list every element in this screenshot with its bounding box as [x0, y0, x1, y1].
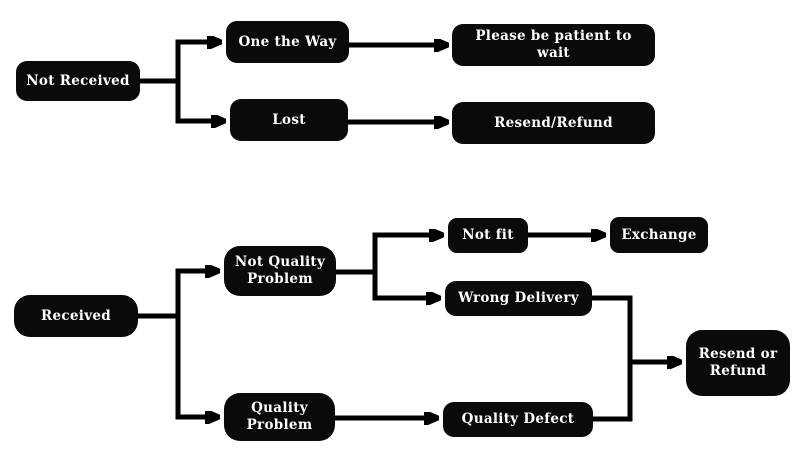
edge-not-quality-problem-wrong-delivery — [372, 272, 439, 298]
edge-wrong-delivery-quality-defect-join — [592, 295, 633, 422]
edge-not-received-one-the-way — [140, 42, 220, 84]
node-not-quality-problem: Not Quality Problem — [224, 246, 336, 296]
edge-not-received-lost — [175, 81, 224, 121]
node-not-received-label: Not Received — [26, 72, 130, 89]
node-received: Received — [14, 295, 138, 337]
node-received-label: Received — [40, 307, 112, 324]
edge-received-not-quality-problem — [138, 271, 218, 319]
node-not-fit: Not fit — [448, 218, 528, 253]
node-one-the-way: One the Way — [226, 21, 349, 63]
edge-not-quality-problem-not-fit — [335, 235, 442, 275]
node-quality-problem: Quality Problem — [224, 393, 335, 441]
node-resend-refund: Resend/Refund — [452, 102, 655, 144]
node-wrong-delivery-label: Wrong Delivery — [458, 290, 579, 307]
node-resend-or-refund: Resend or Refund — [686, 330, 790, 396]
node-not-fit-label: Not fit — [462, 227, 514, 244]
node-one-the-way-label: One the Way — [238, 33, 337, 50]
node-please-wait-label: Please be patient to wait — [475, 28, 632, 61]
node-quality-defect-label: Quality Defect — [461, 411, 575, 428]
node-resend-or-refund-label: Resend or Refund — [698, 346, 778, 379]
node-lost: Lost — [230, 99, 348, 141]
node-exchange: Exchange — [610, 217, 708, 253]
node-not-quality-problem-label: Not Quality Problem — [234, 254, 326, 287]
node-quality-problem-label: Quality Problem — [246, 400, 313, 433]
node-please-wait: Please be patient to wait — [452, 24, 655, 66]
node-wrong-delivery: Wrong Delivery — [445, 281, 592, 316]
node-not-received: Not Received — [16, 61, 140, 101]
node-exchange-label: Exchange — [621, 226, 697, 243]
node-resend-refund-label: Resend/Refund — [494, 114, 613, 131]
edge-received-quality-problem — [175, 316, 218, 417]
node-lost-label: Lost — [272, 111, 306, 128]
node-quality-defect: Quality Defect — [443, 402, 593, 437]
